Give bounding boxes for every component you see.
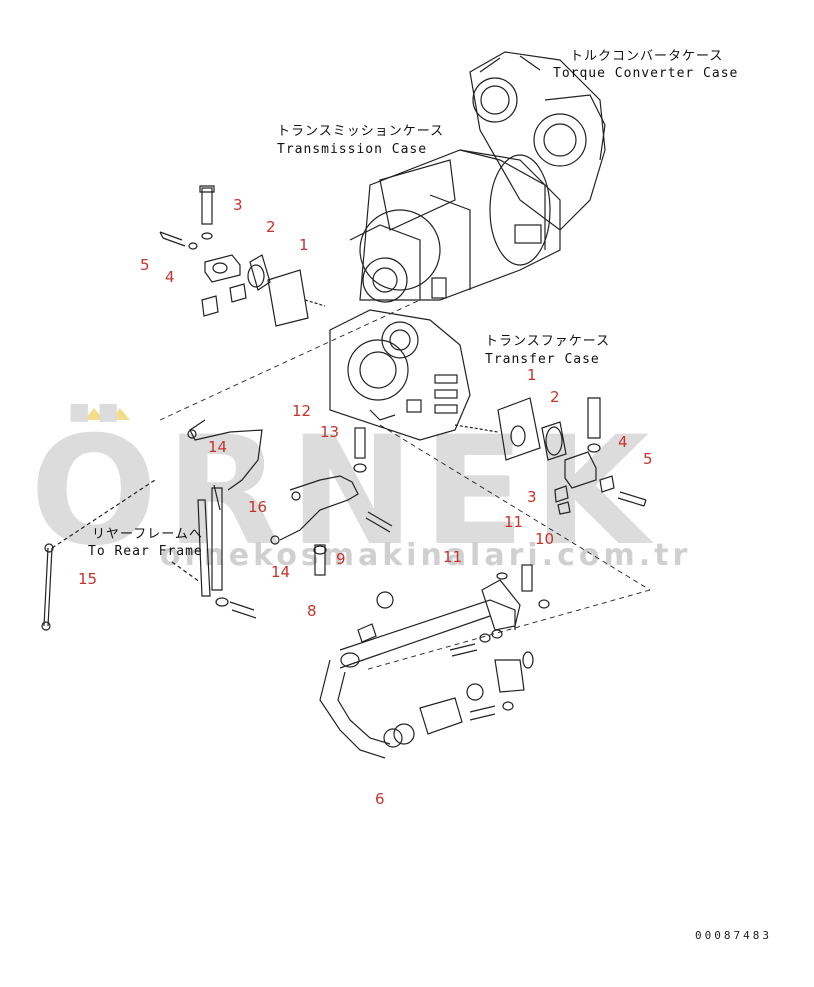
rod-15: [41, 479, 201, 631]
guide-lines: [159, 299, 651, 671]
hose-assembly: [187, 419, 393, 619]
callout-part-2-left: 2: [266, 218, 276, 236]
callout-part-4-left: 4: [165, 268, 175, 286]
left-mount-set: [159, 185, 326, 327]
callout-part-1-left: 1: [299, 236, 309, 254]
callout-part-6: 6: [375, 790, 385, 808]
watermark-url: ornekosmakinalari.com.tr: [160, 538, 692, 573]
callout-part-5-right: 5: [643, 450, 653, 468]
callout-part-14-bottom: 14: [271, 563, 291, 581]
callout-part-1-right: 1: [527, 366, 537, 384]
callout-part-16: 16: [248, 498, 268, 516]
callout-part-2-right: 2: [550, 388, 560, 406]
callout-part-14-top: 14: [208, 438, 228, 456]
rear-frame-label-en: To Rear Frame: [88, 544, 203, 559]
callout-part-3-right: 3: [527, 488, 537, 506]
drawing-code: 00087483: [695, 929, 772, 942]
torque-converter-case: [469, 51, 606, 231]
callout-part-10: 11: [504, 513, 524, 531]
transfer-label-en: Transfer Case: [485, 352, 600, 367]
transfer-case: [329, 309, 471, 441]
torque-converter-label-jp: トルクコンバータケース: [570, 49, 724, 64]
callout-part-8: 9: [336, 550, 346, 568]
transmission-label-en: Transmission Case: [277, 142, 428, 157]
callout-part-9: 10: [535, 530, 555, 548]
callout-part-4-right: 4: [618, 433, 628, 451]
watermark-dot-right: [110, 408, 130, 420]
transmission-case: [349, 149, 561, 303]
callout-part-5-left: 5: [140, 256, 150, 274]
callout-part-12: 12: [292, 402, 312, 420]
transmission-label-jp: トランスミッションケース: [277, 124, 445, 139]
callout-part-7: 8: [307, 602, 317, 620]
callout-part-3-left: 3: [233, 196, 243, 214]
callout-part-11: 11: [443, 548, 463, 566]
watermark-dot-left: [84, 408, 104, 420]
drain-assembly: [319, 564, 550, 759]
rear-frame-label-jp: リヤーフレームへ: [92, 527, 203, 542]
watermark-logo: ÖRNEK: [30, 405, 658, 579]
callout-part-13: 13: [320, 423, 340, 441]
torque-converter-label-en: Torque Converter Case: [553, 66, 739, 81]
callout-part-15: 15: [78, 570, 98, 588]
transfer-label-jp: トランスファケース: [485, 334, 611, 349]
right-mount-set: [454, 397, 647, 515]
